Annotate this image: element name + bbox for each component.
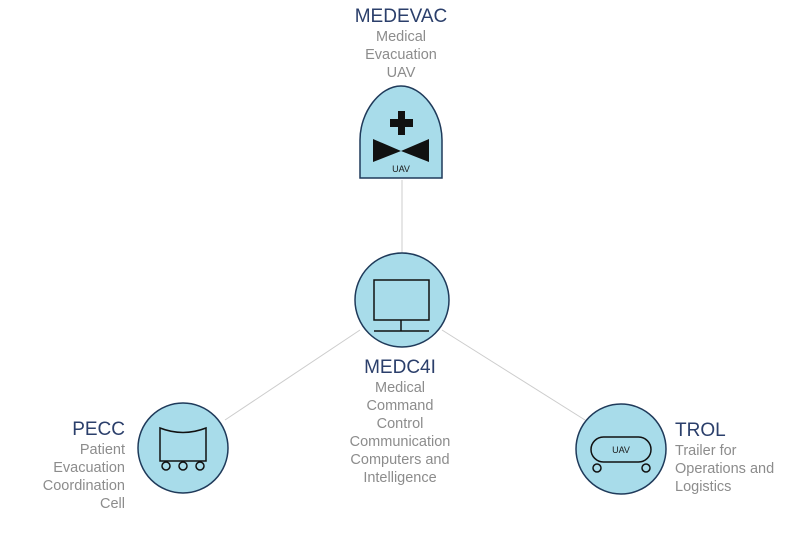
medevac-label: MEDEVAC Medical Evacuation UAV — [321, 6, 481, 82]
bowtie-icon — [373, 139, 429, 162]
medc4i-circle — [354, 252, 450, 348]
pecc-title: PECC — [72, 419, 125, 440]
pecc-desc-line: Evacuation — [53, 460, 125, 476]
medc4i-desc-line: Computers and — [350, 452, 450, 468]
pecc-node — [137, 402, 229, 494]
medc4i-desc-line: Command — [366, 398, 434, 414]
pecc-desc-line: Patient — [79, 442, 125, 458]
pecc-desc-line: Cell — [100, 496, 125, 512]
trailer-icon — [590, 436, 652, 473]
trol-label: TROL Trailer for Operations and Logistic… — [675, 420, 795, 496]
pecc-description: Patient Evacuation Coordination Cell — [10, 441, 125, 513]
medical-cross-icon — [390, 111, 413, 135]
trol-node: UAV — [575, 403, 667, 495]
trol-desc-line: Logistics — [675, 479, 732, 495]
medevac-badge: UAV — [392, 164, 410, 174]
pecc-desc-line: Coordination — [42, 478, 125, 494]
trol-badge: UAV — [612, 445, 630, 455]
trol-desc-line: Trailer for — [675, 443, 737, 459]
medc4i-label: MEDC4I Medical Command Control Communica… — [320, 357, 480, 487]
trol-title: TROL — [675, 420, 726, 441]
medevac-node: UAV — [359, 85, 443, 179]
medc4i-title: MEDC4I — [364, 357, 436, 378]
pecc-label: PECC Patient Evacuation Coordination Cel… — [10, 419, 125, 513]
trol-desc-line: Operations and — [675, 461, 775, 477]
medc4i-desc-line: Medical — [375, 380, 425, 396]
medevac-desc-line: UAV — [386, 65, 416, 81]
medevac-desc-line: Medical — [376, 29, 426, 45]
computer-monitor-icon — [373, 279, 430, 332]
connector-medc4i-pecc — [224, 329, 361, 421]
medevac-title: MEDEVAC — [354, 6, 448, 27]
connector-medc4i-trol — [441, 329, 586, 421]
medc4i-desc-line: Control — [376, 416, 424, 432]
medc4i-desc-line: Intelligence — [363, 470, 437, 486]
medc4i-description: Medical Command Control Communication Co… — [320, 379, 480, 487]
cart-icon — [159, 426, 207, 471]
medevac-description: Medical Evacuation UAV — [321, 28, 481, 82]
trol-description: Trailer for Operations and Logistics — [675, 442, 795, 496]
pecc-circle — [137, 402, 229, 494]
medevac-desc-line: Evacuation — [365, 47, 437, 63]
medc4i-desc-line: Communication — [349, 434, 451, 450]
medc4i-node — [354, 252, 450, 348]
